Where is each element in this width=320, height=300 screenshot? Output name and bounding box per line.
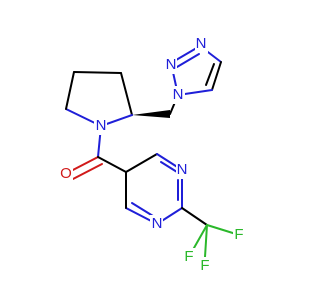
- molecule-structure-canvas: N N N N O N N F: [59, 34, 245, 275]
- atom-n-pyrrolidine: N: [94, 117, 107, 135]
- svg-text:N: N: [166, 56, 177, 73]
- pyrimidine-double-bond-3: [131, 202, 154, 217]
- pyrrolidine-bond-2: [120, 72, 133, 116]
- pyrrolidine-bond-1: [73, 71, 122, 74]
- atom-n-pyrimidine-top: N: [176, 161, 189, 179]
- carbonyl-bond-1: [68, 156, 99, 173]
- triazole-double-bond-1: [176, 53, 200, 68]
- svg-text:F: F: [184, 248, 193, 265]
- atom-f-left: F: [183, 248, 195, 266]
- triazole-bond-4: [211, 61, 222, 91]
- atom-f-right: F: [233, 226, 245, 244]
- svg-text:N: N: [196, 35, 207, 52]
- atom-n-triazole-top: N: [195, 35, 208, 53]
- cf3-f-bottom-bond: [204, 224, 208, 258]
- atom-n-pyrimidine-bottom: N: [150, 215, 163, 233]
- pyrimidine-double-bond-1: [160, 161, 178, 173]
- svg-text:F: F: [234, 226, 243, 243]
- triazole-double-bond-2: [205, 63, 215, 86]
- svg-text:N: N: [173, 86, 184, 103]
- cf3-f-right-bond: [206, 224, 237, 235]
- molecule-diagram: N N N N O N N F: [59, 35, 245, 275]
- atom-o-carbonyl: O: [59, 165, 73, 183]
- svg-text:N: N: [177, 161, 188, 178]
- carbonyl-bond-2: [72, 163, 103, 180]
- atom-n-triazole-mid: N: [164, 56, 177, 74]
- pyrimidine-bond-1: [125, 153, 158, 173]
- stereo-wedge-bond: [132, 110, 170, 118]
- svg-text:O: O: [60, 165, 72, 182]
- atom-n-triazole-attach: N: [172, 86, 185, 104]
- svg-text:N: N: [152, 215, 163, 232]
- pyrrolidine-bond-5: [65, 71, 75, 110]
- cf3-bond: [181, 207, 208, 226]
- svg-text:F: F: [200, 257, 209, 274]
- carbonyl-to-ring-bond: [97, 156, 127, 173]
- svg-text:N: N: [96, 117, 107, 134]
- atom-f-bottom: F: [199, 257, 211, 275]
